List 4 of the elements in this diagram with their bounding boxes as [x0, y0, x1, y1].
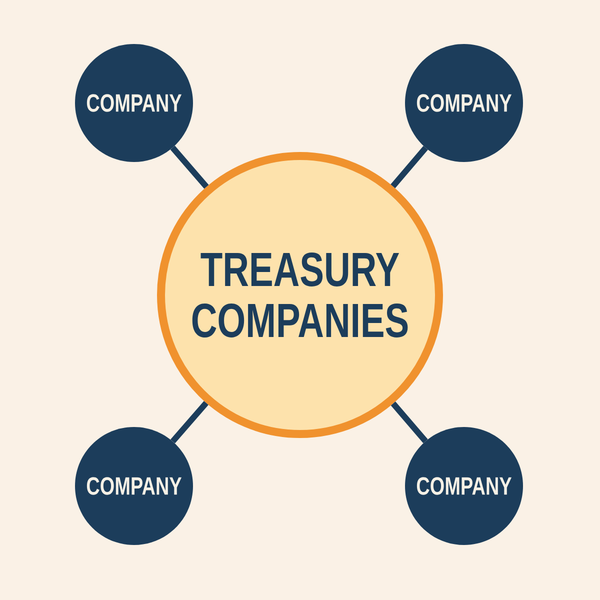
connector-line — [390, 402, 428, 444]
connector-line — [170, 400, 208, 444]
connector-line — [170, 146, 209, 189]
connector-line — [390, 146, 428, 188]
